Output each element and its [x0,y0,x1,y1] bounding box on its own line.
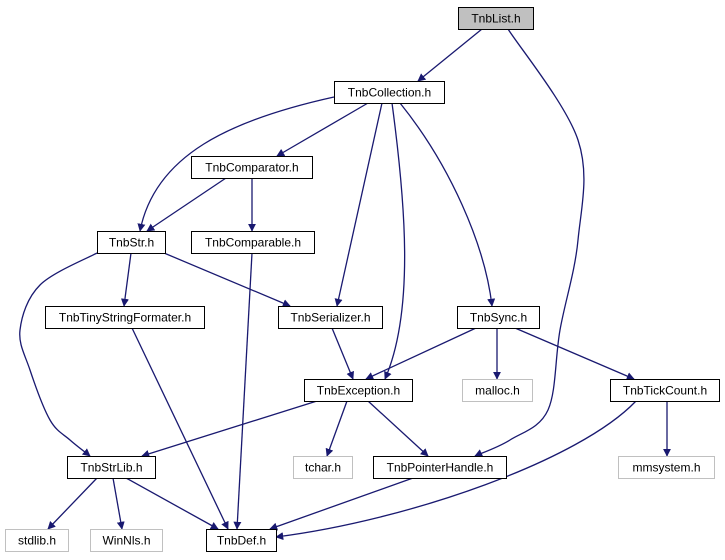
edge-tnbcollection-to-tnbexception [384,102,406,380]
node-box [458,7,534,30]
node-box [191,231,315,254]
edges-layer [19,28,671,541]
node-label: TnbList.h [471,12,520,26]
node-box [373,456,507,479]
edge-tnbcomparator-to-tnbstr [146,177,227,232]
node-tnblist[interactable]: TnbList.h [458,7,534,30]
node-tnbtickcount[interactable]: TnbTickCount.h [610,379,720,402]
node-box [206,529,277,552]
edge-tnbsync-to-tnbexception [365,327,477,380]
node-box [293,456,353,479]
edge-tnbexception-to-tnbpointerhandle [367,400,429,457]
node-stdlib: stdlib.h [5,529,69,552]
edge-tnblist-to-tnbcollection [417,28,483,82]
edge-tnbexception-to-tnbstrlib [141,400,318,458]
edge-tnblist-to-tnbpointerhandle [474,28,585,457]
node-tnbstr[interactable]: TnbStr.h [97,231,166,254]
node-tnbserializer[interactable]: TnbSerializer.h [278,306,383,329]
node-label: TnbStr.h [109,236,154,250]
node-box [67,456,156,479]
node-tnbdef[interactable]: TnbDef.h [206,529,277,552]
node-label: mmsystem.h [632,461,700,475]
node-box [618,456,715,479]
edge-tnbstr-to-tnbserializer [163,252,291,307]
node-label: TnbComparable.h [205,236,301,250]
node-box [457,306,540,329]
node-label: TnbPointerHandle.h [387,461,494,475]
node-winnls: WinNls.h [90,529,163,552]
edge-tnbcollection-to-tnbsync [399,102,496,307]
edge-tnbstrlib-to-tnbdef [125,477,219,530]
node-label: TnbTickCount.h [623,384,707,398]
node-box [334,81,445,104]
node-box [191,156,313,179]
node-tnbpointerhandle[interactable]: TnbPointerHandle.h [373,456,507,479]
node-tnbstrlib[interactable]: TnbStrLib.h [67,456,156,479]
node-tnbcomparable[interactable]: TnbComparable.h [191,231,315,254]
node-tnbsync[interactable]: TnbSync.h [457,306,540,329]
node-tnbcollection[interactable]: TnbCollection.h [334,81,445,104]
nodes-layer: TnbList.hTnbCollection.hTnbComparator.hT… [5,7,720,552]
node-box [278,306,383,329]
node-label: stdlib.h [18,534,56,548]
node-tnbtinystringformater[interactable]: TnbTinyStringFormater.h [45,306,205,329]
edge-tnbcollection-to-tnbserializer [334,102,383,307]
node-label: TnbTinyStringFormater.h [59,311,191,325]
node-label: malloc.h [475,384,520,398]
node-tnbexception[interactable]: TnbException.h [304,379,413,402]
edge-tnbstrlib-to-stdlib [47,477,98,530]
node-box [304,379,413,402]
node-label: TnbDef.h [217,534,266,548]
node-label: TnbSerializer.h [290,311,370,325]
node-box [462,379,533,402]
node-label: TnbStrLib.h [80,461,142,475]
node-box [45,306,205,329]
node-box [90,529,163,552]
node-box [97,231,166,254]
edge-tnbstr-to-tnbstrlib [19,252,98,457]
node-label: tchar.h [305,461,341,475]
node-label: TnbCollection.h [348,86,431,100]
node-label: WinNls.h [102,534,150,548]
node-box [610,379,720,402]
edge-tnbcollection-to-tnbcomparator [276,102,369,157]
node-label: TnbComparator.h [205,161,298,175]
edge-tnbexception-to-tchar [325,400,348,457]
edge-tnbserializer-to-tnbexception [331,327,354,380]
node-label: TnbException.h [317,384,400,398]
node-box [5,529,69,552]
edge-tnbstr-to-tnbtinystringformater [120,252,132,307]
node-label: TnbSync.h [470,311,527,325]
edge-tnbtinystringformater-to-tnbdef [131,327,229,530]
node-tnbcomparator[interactable]: TnbComparator.h [191,156,313,179]
edge-tnbtickcount-to-tnbdef [275,400,637,541]
edge-tnbcomparable-to-tnbdef [233,252,253,530]
node-malloc: malloc.h [462,379,533,402]
edge-tnbpointerhandle-to-tnbdef [269,477,414,531]
node-tchar: tchar.h [293,456,353,479]
edge-tnbcollection-to-tnbstr [137,96,335,232]
node-mmsystem: mmsystem.h [618,456,715,479]
edge-tnbstrlib-to-winnls [112,477,125,530]
edge-tnbsync-to-tnbtickcount [514,327,635,380]
